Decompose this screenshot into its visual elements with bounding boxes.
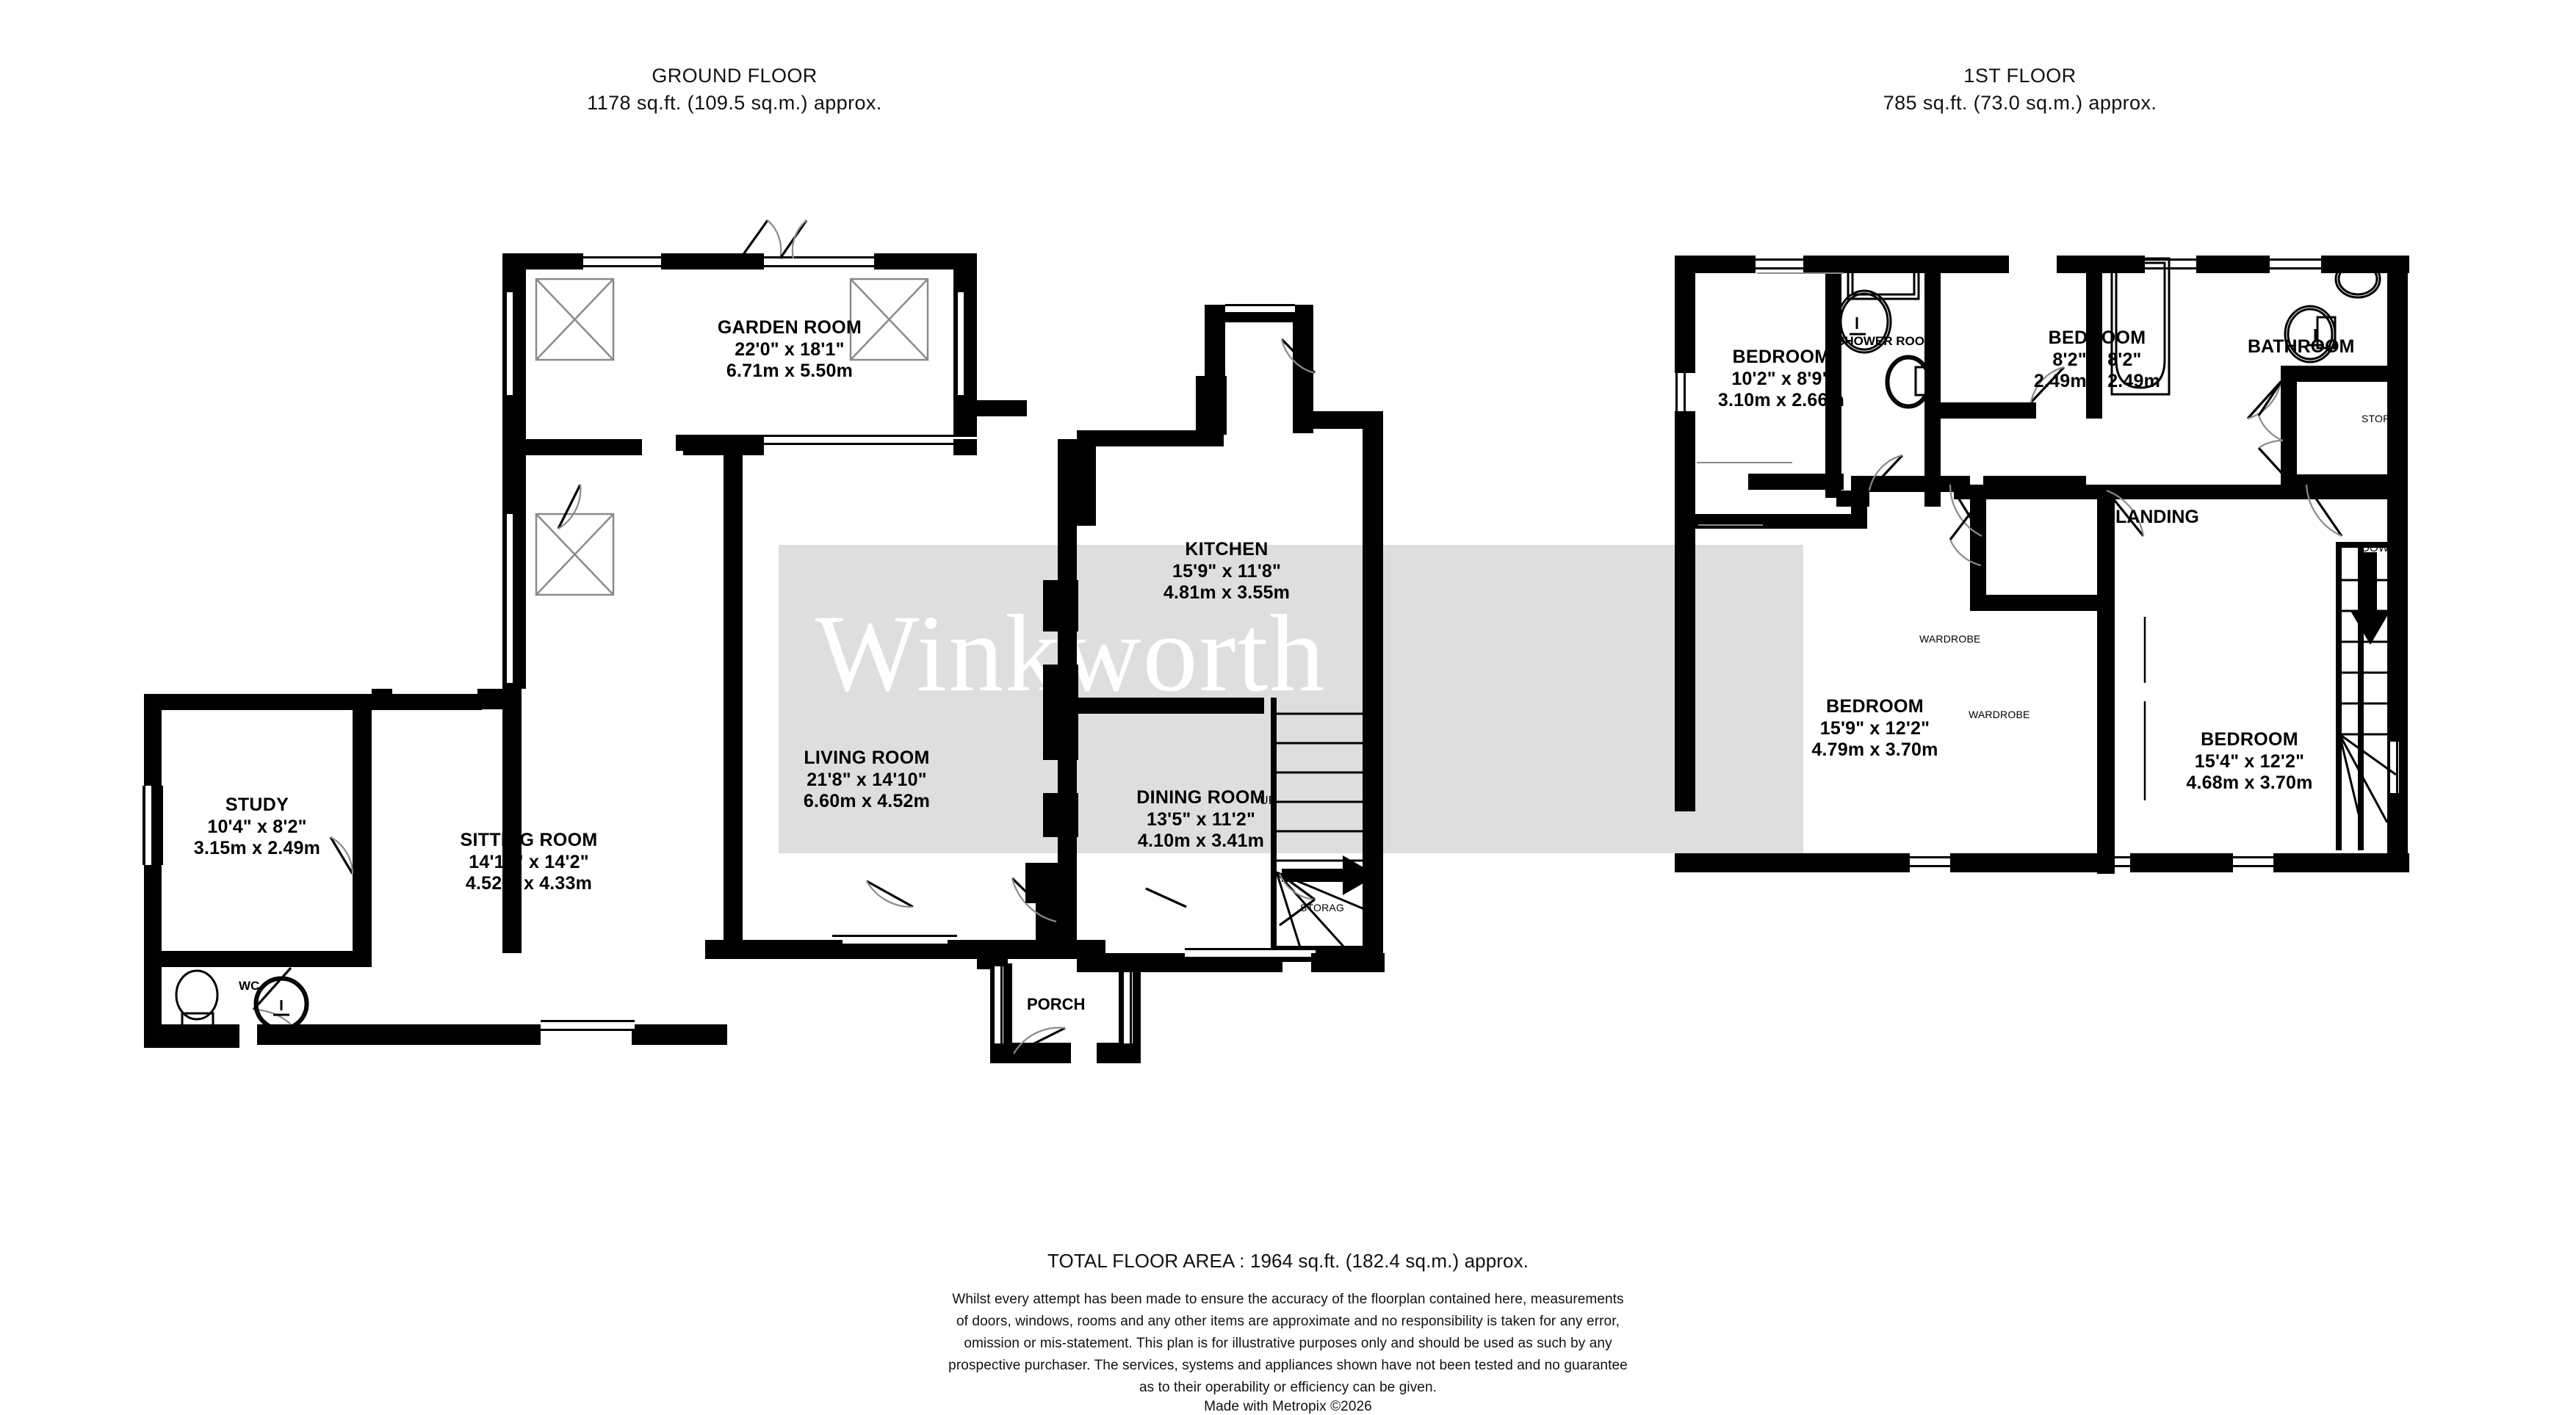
room-name: KITCHEN — [1185, 539, 1269, 560]
room-name: BEDROOM — [1826, 696, 1924, 717]
watermark-band-right — [1645, 545, 1803, 853]
room-dim-imperial: 22'0" x 18'1" — [735, 339, 845, 360]
room-name: LIVING ROOM — [804, 748, 930, 768]
room-dim-imperial: 8'2" x 8'2" — [2052, 349, 2142, 370]
room-name: STUDY — [225, 795, 289, 815]
room-label-dining-room: DINING ROOM 13'5" x 11'2" 4.10m x 3.41m — [1094, 787, 1307, 853]
room-dim-metric: 4.52m x 4.33m — [465, 873, 593, 894]
room-dim-metric: 4.79m x 3.70m — [1811, 739, 1938, 760]
first-floor-area: 785 sq.ft. (73.0 sq.m.) approx. — [1883, 92, 2157, 114]
room-name: BEDROOM — [1732, 347, 1830, 367]
ground-floor-title: GROUND FLOOR — [652, 65, 818, 87]
room-name: GARDEN ROOM — [717, 317, 862, 338]
room-dim-metric: 2.49m x 2.49m — [2033, 371, 2161, 391]
room-dim-metric: 4.81m x 3.55m — [1163, 582, 1291, 603]
room-dim-metric: 3.15m x 2.49m — [193, 838, 321, 858]
room-name: DINING ROOM — [1136, 787, 1266, 808]
label-up: UP — [1260, 795, 1277, 807]
room-label-bathroom: BATHROOM — [2248, 336, 2355, 357]
room-dim-imperial: 21'8" x 14'10" — [807, 769, 927, 790]
watermark-band — [779, 545, 1645, 574]
room-dim-metric: 4.10m x 3.41m — [1137, 830, 1265, 851]
ground-floor-heading: GROUND FLOOR 1178 sq.ft. (109.5 sq.m.) a… — [514, 62, 955, 117]
room-dim-metric: 6.71m x 5.50m — [726, 361, 854, 381]
ground-floor-area: 1178 sq.ft. (109.5 sq.m.) approx. — [587, 92, 882, 114]
room-label-porch: PORCH — [1027, 995, 1086, 1013]
room-dim-imperial: 10'4" x 8'2" — [207, 816, 307, 837]
room-dim-imperial: 15'4" x 12'2" — [2194, 750, 2305, 772]
room-dim-metric: 3.10m x 2.66m — [1717, 390, 1845, 410]
room-label-wc: WC — [239, 979, 260, 993]
ground-floor-plan — [142, 220, 1385, 1063]
label-storage-ground: STORAG — [1300, 902, 1345, 913]
room-label-bedroom-4: BEDROOM 15'4" x 12'2" 4.68m x 3.70m — [2156, 729, 2343, 795]
room-label-garden-room: GARDEN ROOM 22'0" x 18'1" 6.71m x 5.50m — [632, 317, 948, 383]
disclaimer-line: Whilst every attempt has been made to en… — [952, 1292, 1624, 1307]
room-dim-imperial: 15'9" x 11'8" — [1172, 560, 1282, 582]
room-label-sitting-room: SITTING ROOM 14'10" x 14'2" 4.52m x 4.33… — [408, 830, 650, 895]
room-dim-imperial: 13'5" x 11'2" — [1146, 808, 1256, 830]
room-name: BEDROOM — [2201, 729, 2298, 750]
disclaimer: Whilst every attempt has been made to en… — [0, 1289, 2576, 1399]
room-label-kitchen: KITCHEN 15'9" x 11'8" 4.81m x 3.55m — [1116, 539, 1337, 604]
room-dim-metric: 4.68m x 3.70m — [2186, 772, 2313, 793]
room-label-shower-room: SHOWER ROOM — [1836, 334, 1935, 348]
room-label-bedroom-3: BEDROOM 15'9" x 12'2" 4.79m x 3.70m — [1781, 696, 1969, 761]
first-floor-heading: 1ST FLOOR 785 sq.ft. (73.0 sq.m.) approx… — [1800, 62, 2240, 117]
room-label-bedroom-2: BEDROOM 8'2" x 8'2" 2.49m x 2.49m — [2005, 327, 2189, 393]
room-label-living-room: LIVING ROOM 21'8" x 14'10" 6.60m x 4.52m — [757, 748, 977, 813]
first-floor-title: 1ST FLOOR — [1963, 65, 2077, 87]
disclaimer-line: of doors, windows, rooms and any other i… — [956, 1314, 1620, 1329]
room-dim-imperial: 15'9" x 12'2" — [1819, 717, 1930, 739]
disclaimer-line: prospective purchaser. The services, sys… — [948, 1358, 1628, 1373]
room-name: BEDROOM — [2048, 327, 2146, 348]
room-dim-metric: 6.60m x 4.52m — [803, 791, 931, 811]
room-label-study: STUDY 10'4" x 8'2" 3.15m x 2.49m — [151, 795, 364, 860]
room-label-bedroom-1: BEDROOM 10'2" x 8'9" 3.10m x 2.66m — [1689, 347, 1873, 412]
room-name: SITTING ROOM — [460, 830, 598, 850]
first-floor-plan — [1675, 256, 2409, 874]
total-floor-area: TOTAL FLOOR AREA : 1964 sq.ft. (182.4 sq… — [1047, 1250, 1529, 1272]
footer: TOTAL FLOOR AREA : 1964 sq.ft. (182.4 sq… — [0, 1250, 2576, 1415]
label-down: DOWN — [2362, 542, 2398, 554]
room-label-landing: LANDING — [2115, 507, 2199, 527]
label-wardrobe-2: WARDROBE — [1969, 709, 2030, 720]
disclaimer-line: omission or mis-statement. This plan is … — [964, 1336, 1612, 1351]
room-dim-imperial: 10'2" x 8'9" — [1731, 368, 1831, 389]
label-wardrobe-1: WARDROBE — [1919, 633, 1981, 645]
label-storage-first: STORAG — [2362, 413, 2406, 424]
made-with-credit: Made with Metropix ©2026 — [1204, 1399, 1372, 1414]
room-dim-imperial: 14'10" x 14'2" — [469, 851, 589, 872]
disclaimer-line: as to their operability or efficiency ca… — [1139, 1380, 1437, 1395]
